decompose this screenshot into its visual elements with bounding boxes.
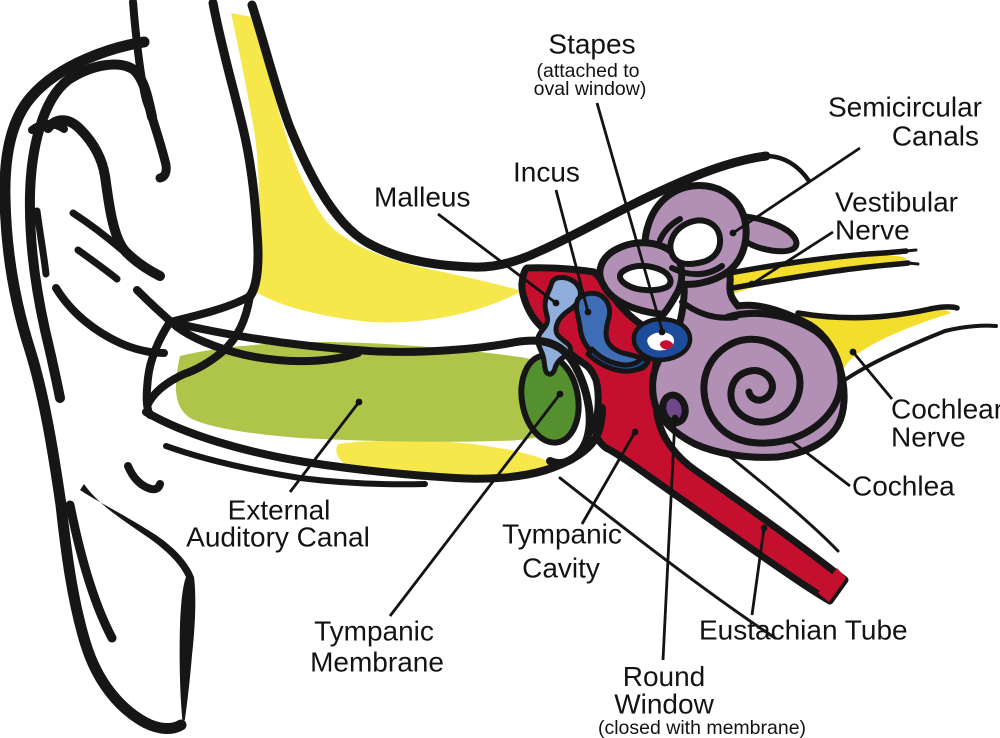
svg-text:Cochlear: Cochlear xyxy=(891,394,1000,425)
svg-text:Malleus: Malleus xyxy=(374,182,470,213)
svg-text:(attached to: (attached to xyxy=(537,60,640,82)
svg-text:Tympanic: Tympanic xyxy=(502,519,622,550)
svg-text:Cochlea: Cochlea xyxy=(852,471,955,502)
svg-text:Membrane: Membrane xyxy=(310,647,444,678)
svg-text:(closed with membrane): (closed with membrane) xyxy=(598,717,806,738)
svg-text:Incus: Incus xyxy=(513,157,580,188)
svg-text:Stapes: Stapes xyxy=(548,29,635,60)
svg-text:oval window): oval window) xyxy=(534,78,647,100)
svg-text:Auditory Canal: Auditory Canal xyxy=(186,522,370,553)
svg-text:Canals: Canals xyxy=(892,121,979,152)
svg-text:Vestibular: Vestibular xyxy=(835,187,958,218)
svg-text:Window: Window xyxy=(614,689,714,720)
svg-text:External: External xyxy=(228,495,331,526)
svg-text:Semicircular: Semicircular xyxy=(828,92,982,123)
svg-text:Eustachian Tube: Eustachian Tube xyxy=(699,615,908,646)
svg-text:Nerve: Nerve xyxy=(835,215,910,246)
svg-text:Round: Round xyxy=(623,661,706,692)
svg-text:Cavity: Cavity xyxy=(522,553,600,584)
svg-text:Tympanic: Tympanic xyxy=(314,616,434,647)
svg-text:Nerve: Nerve xyxy=(891,422,966,453)
